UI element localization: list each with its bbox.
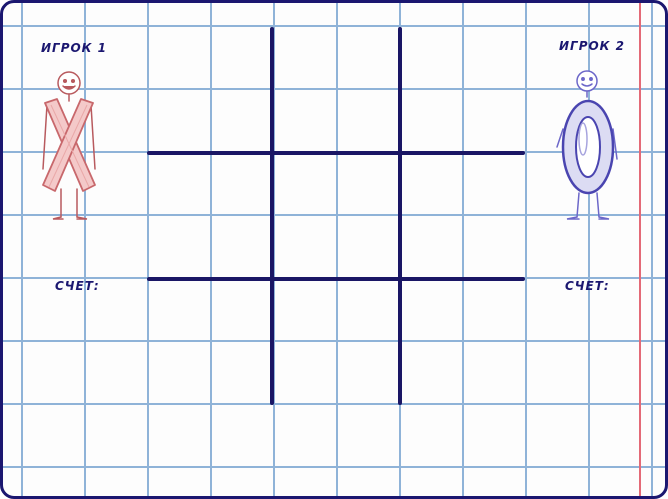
player1-label: ИГРОК 1: [41, 41, 108, 55]
board-cell[interactable]: [402, 281, 526, 405]
player2-score-label: СЧЕТ:: [565, 279, 610, 293]
board-cell[interactable]: [274, 281, 398, 405]
player2-label: ИГРОК 2: [559, 39, 626, 53]
x-character-icon: [42, 71, 96, 220]
player1-score-label: СЧЕТ:: [55, 279, 100, 293]
board-cell[interactable]: [147, 281, 271, 405]
o-character-icon: [556, 70, 618, 220]
board-line-vertical: [270, 27, 274, 405]
board-cell[interactable]: [274, 27, 398, 151]
notebook-margin-line: [639, 3, 641, 496]
board-cell[interactable]: [402, 27, 526, 151]
board-cell[interactable]: [147, 27, 271, 151]
tic-tac-toe-board: [147, 27, 527, 405]
board-line-horizontal: [147, 151, 525, 155]
board-cell[interactable]: [402, 155, 526, 279]
board-line-vertical: [398, 27, 402, 405]
board-cell[interactable]: [274, 155, 398, 279]
board-cell[interactable]: [147, 155, 271, 279]
board-line-horizontal: [147, 277, 525, 281]
